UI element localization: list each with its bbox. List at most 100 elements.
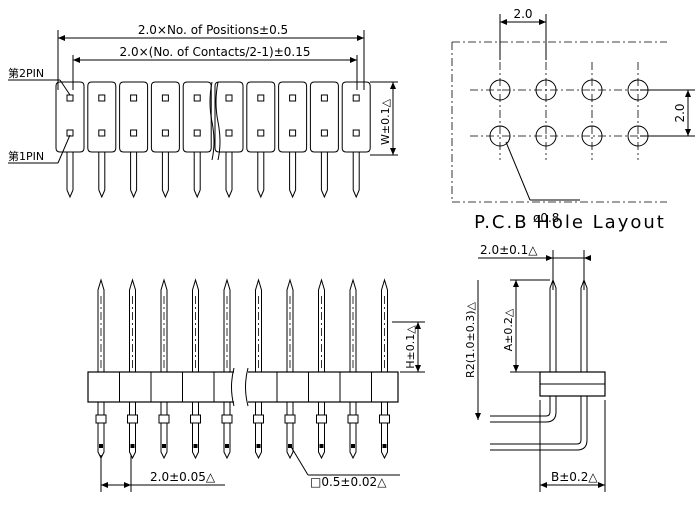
pin-upper (318, 278, 325, 372)
front-pin (127, 278, 138, 460)
pin-mark (193, 444, 198, 448)
pin-square (161, 129, 169, 137)
pcb-hole (489, 79, 511, 101)
pin-upper (192, 278, 199, 372)
top-pin-unit (150, 81, 180, 199)
pin-tip (193, 189, 201, 199)
pin-square (257, 129, 265, 137)
pcb-pitch-h-label: 2.0 (513, 7, 532, 21)
pin-collar (158, 414, 170, 424)
pcb-hole (581, 125, 603, 147)
pin-mark (351, 444, 355, 448)
front-pin (95, 278, 107, 460)
pin-collar (127, 414, 138, 424)
top-pin-unit (119, 81, 149, 199)
pin-tip (98, 189, 106, 199)
r2-dim-label: R2(1.0±0.3)△ (464, 302, 477, 378)
pcb-hole (627, 79, 649, 101)
top-pin-unit (55, 81, 85, 199)
housing-cell (341, 81, 371, 153)
housing-cell (278, 81, 308, 153)
pin-upper (160, 278, 168, 372)
pin-collar (221, 414, 233, 424)
pin-lower (190, 402, 201, 460)
pin-upper (223, 278, 231, 372)
front-pin (158, 278, 170, 460)
pin-lower (316, 402, 327, 460)
b-dim-label: B±0.2△ (551, 470, 598, 484)
pcb-hole (489, 125, 511, 147)
pin-lower (127, 402, 138, 460)
pin-square (352, 94, 360, 102)
pin-upper (349, 278, 357, 372)
pin-collar (316, 414, 327, 424)
front-pin (284, 278, 296, 460)
hole-diameter-label: ø0.8 (533, 211, 559, 225)
pin-square (352, 129, 360, 137)
top-pin-unit (278, 81, 308, 199)
housing-cell (55, 81, 85, 153)
pin-upper (255, 278, 262, 372)
pitch-dim-label: 2.0±0.05△ (150, 470, 216, 484)
pin-lower (379, 402, 390, 460)
pcb-layout-title: P.C.B Hole Layout (474, 212, 666, 233)
pin-size-label: □0.5±0.02△ (310, 475, 387, 489)
positions-dim-label: 2.0×No. of Positions±0.5 (138, 23, 288, 37)
pin-square (320, 94, 328, 102)
pin-upper (97, 278, 105, 372)
pin-square (193, 94, 201, 102)
pin-mark (225, 444, 229, 448)
pin-lower (95, 402, 107, 460)
pin-square (130, 94, 138, 102)
pin-collar (347, 414, 359, 424)
front-pin (347, 278, 359, 460)
pcb-hole (535, 79, 557, 101)
pin-mark (319, 444, 324, 448)
pin-square (193, 129, 201, 137)
pcb-hole (535, 125, 557, 147)
pin-mark (162, 444, 166, 448)
pin-tip (225, 189, 233, 199)
pin-tip (352, 189, 360, 199)
front-pins (95, 278, 390, 460)
housing-cell (182, 81, 212, 153)
pcb-hole (581, 79, 603, 101)
pcb-hole-grid (470, 62, 660, 160)
pin-tip (161, 189, 169, 199)
pin-square (98, 94, 106, 102)
pin-square (130, 129, 138, 137)
pin-upper (129, 278, 136, 372)
pin-collar (190, 414, 201, 424)
pin-lower (221, 402, 233, 460)
pin2-label: 第2PIN (8, 66, 44, 80)
contacts-dim-label: 2.0×(No. of Contacts/2-1)±0.15 (120, 45, 311, 59)
pin-collar (253, 414, 264, 424)
front-pin (379, 278, 390, 460)
housing-cell (214, 81, 244, 153)
top-pin-unit (214, 81, 244, 199)
pin-lower (284, 402, 296, 460)
housing-cell (119, 81, 149, 153)
pin-lower (158, 402, 170, 460)
pin-lower (253, 402, 264, 460)
top-view: 2.0×No. of Positions±0.5 2.0×(No. of Con… (8, 23, 398, 199)
a-dim-label: A±0.2△ (502, 308, 515, 351)
pin-tip (320, 189, 328, 199)
front-pin (316, 278, 327, 460)
pin-tip (257, 189, 265, 199)
front-pin (190, 278, 201, 460)
pin-square (66, 94, 74, 102)
w-dim-label: W±0.1△ (379, 98, 392, 145)
housing-cell (150, 81, 180, 153)
pin-mark (288, 444, 292, 448)
pin-tip (289, 189, 297, 199)
side-view: 2.0±0.1△ A±0.2△ R2(1.0±0.3)△ B±0.2△ (464, 243, 606, 492)
pin-collar (284, 414, 296, 424)
pcb-pitch-v-label: 2.0 (673, 103, 687, 122)
housing-cell (87, 81, 117, 153)
pin1-label: 第1PIN (8, 149, 44, 163)
housing-cell (309, 81, 339, 153)
h-dim-label: H±0.1△ (404, 325, 417, 369)
pin-mark (382, 444, 387, 448)
